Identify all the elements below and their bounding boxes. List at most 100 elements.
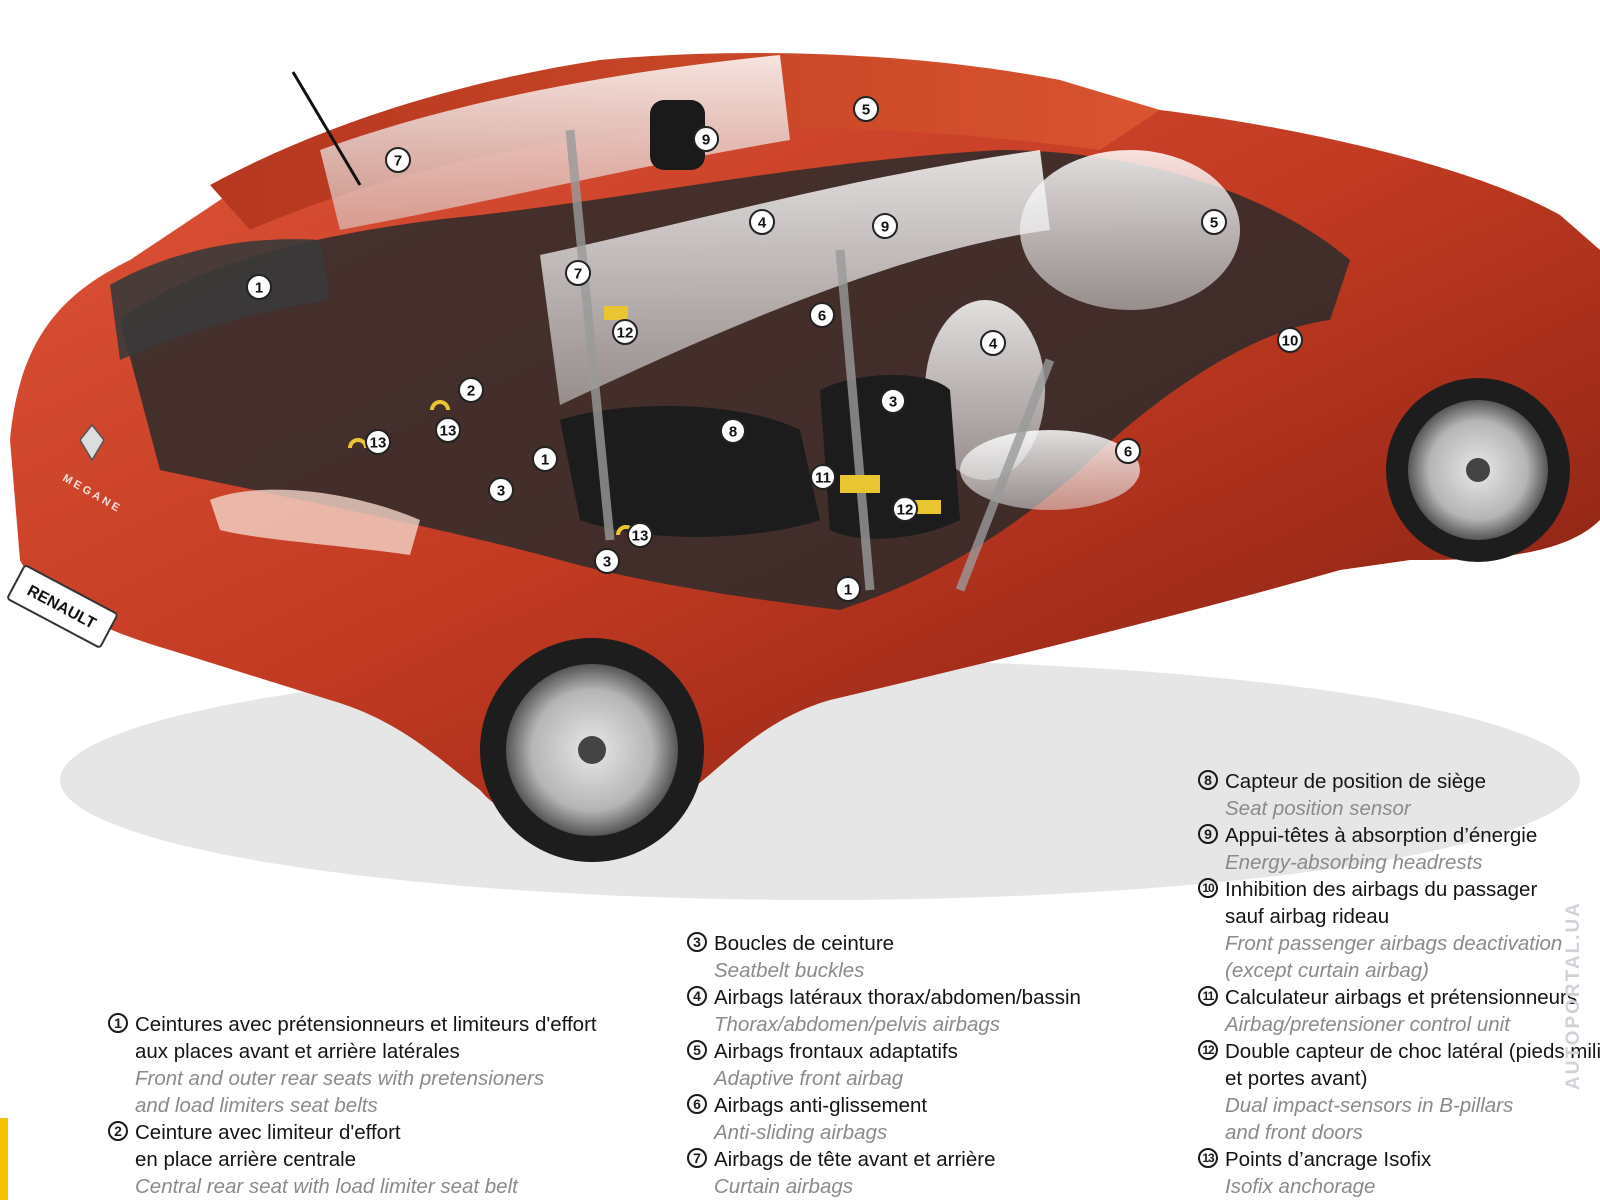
legend-label-en: Front and outer rear seats with pretensi…	[135, 1067, 545, 1090]
legend-label-fr: aux places avant et arrière latérales	[135, 1040, 460, 1063]
legend-label-fr: en place arrière centrale	[135, 1148, 357, 1171]
legend-label-fr: Airbags frontaux adaptatifs	[714, 1040, 958, 1063]
legend-number-badge: 5	[687, 1040, 707, 1060]
legend-label-en: and load limiters seat belts	[135, 1094, 378, 1117]
marker-6: 6	[809, 302, 835, 328]
marker-number: 13	[370, 435, 387, 452]
watermark: AUTOPORTAL.UA	[1563, 901, 1584, 1090]
marker-number: 12	[897, 502, 914, 519]
marker-number: 11	[815, 470, 831, 487]
marker-9: 9	[693, 126, 719, 152]
marker-1: 1	[835, 576, 861, 602]
legend-number-badge: 7	[687, 1148, 707, 1168]
legend-label-fr: Ceintures avec prétensionneurs et limite…	[135, 1013, 597, 1036]
marker-5: 5	[853, 96, 879, 122]
marker-number: 1	[255, 280, 263, 297]
antenna	[291, 71, 362, 186]
marker-1: 1	[532, 446, 558, 472]
legend-label-en: Curtain airbags	[714, 1175, 854, 1198]
marker-5: 5	[1201, 209, 1227, 235]
marker-number: 4	[758, 215, 767, 232]
legend-label-en: Seat position sensor	[1225, 797, 1411, 820]
marker-12: 12	[612, 319, 638, 345]
legend-label-en: Adaptive front airbag	[714, 1067, 904, 1090]
marker-1: 1	[246, 274, 272, 300]
legend-label-en: Thorax/abdomen/pelvis airbags	[714, 1013, 1001, 1036]
legend-label-fr: Capteur de position de siège	[1225, 770, 1486, 793]
isofix-anchor-part	[430, 400, 450, 411]
legend-label-fr: et portes avant)	[1225, 1067, 1368, 1090]
headrest-shape	[650, 100, 705, 170]
legend-label-fr: Inhibition des airbags du passager	[1225, 878, 1538, 901]
legend-number-badge: 13	[1198, 1148, 1218, 1168]
marker-number: 10	[1282, 333, 1299, 350]
curtain-airbag-shape	[540, 150, 1050, 405]
brand-accent-bar	[0, 1118, 8, 1200]
marker-number: 8	[729, 424, 737, 441]
marker-11: 11	[810, 464, 836, 490]
marker-4: 4	[980, 330, 1006, 356]
legend-label-en: Dual impact-sensors in B-pillars	[1225, 1094, 1514, 1117]
impact-sensor-part	[915, 500, 941, 514]
marker-number: 13	[632, 528, 649, 545]
marker-number: 13	[440, 423, 457, 440]
marker-number: 3	[497, 483, 505, 500]
marker-number: 12	[617, 325, 634, 342]
legend-label-fr: Boucles de ceinture	[714, 932, 895, 955]
legend-label-en: Central rear seat with load limiter seat…	[135, 1175, 518, 1198]
anti-slide-airbag-shape	[960, 430, 1140, 510]
marker-2: 2	[458, 377, 484, 403]
marker-7: 7	[565, 260, 591, 286]
marker-8: 8	[720, 418, 746, 444]
legend-number-badge: 3	[687, 932, 707, 952]
marker-number: 1	[844, 582, 852, 599]
legend-label-fr: Calculateur airbags et prétensionneurs	[1225, 986, 1578, 1009]
rear-window	[110, 239, 330, 360]
car-cutaway-illustration: RENAULT MEGANE 1112333445566778991011121…	[7, 52, 1600, 900]
marker-13: 13	[435, 417, 461, 443]
marker-9: 9	[872, 213, 898, 239]
legend-label-fr: Airbags anti-glissement	[714, 1094, 928, 1117]
marker-number: 6	[1124, 444, 1132, 461]
legend-number-badge: 10	[1198, 878, 1218, 898]
roof-panel	[210, 52, 1160, 230]
marker-13: 13	[627, 522, 653, 548]
legend-number-badge: 6	[687, 1094, 707, 1114]
marker-4: 4	[749, 209, 775, 235]
rear-wheel	[480, 638, 704, 862]
legend-label-en: Seatbelt buckles	[714, 959, 865, 982]
marker-3: 3	[488, 477, 514, 503]
marker-number: 5	[862, 102, 870, 119]
legend-label-fr: Appui-têtes à absorption d’énergie	[1225, 824, 1538, 847]
legend-label-fr: Ceinture avec limiteur d'effort	[135, 1121, 401, 1144]
legend-number-badge: 9	[1198, 824, 1218, 844]
marker-10: 10	[1277, 327, 1303, 353]
marker-number: 9	[881, 219, 889, 236]
legend-label-en: Airbag/pretensioner control unit	[1225, 1013, 1510, 1036]
marker-number: 2	[467, 383, 475, 400]
marker-number: 7	[574, 266, 582, 283]
front-airbag-shape	[1020, 150, 1240, 310]
marker-3: 3	[880, 388, 906, 414]
marker-number: 6	[818, 308, 826, 325]
tail-light	[210, 489, 420, 555]
marker-number: 7	[394, 153, 402, 170]
marker-number: 3	[889, 394, 897, 411]
marker-6: 6	[1115, 438, 1141, 464]
seatbelt-line	[835, 249, 875, 591]
legend-number-badge: 12	[1198, 1040, 1218, 1060]
marker-7: 7	[385, 147, 411, 173]
